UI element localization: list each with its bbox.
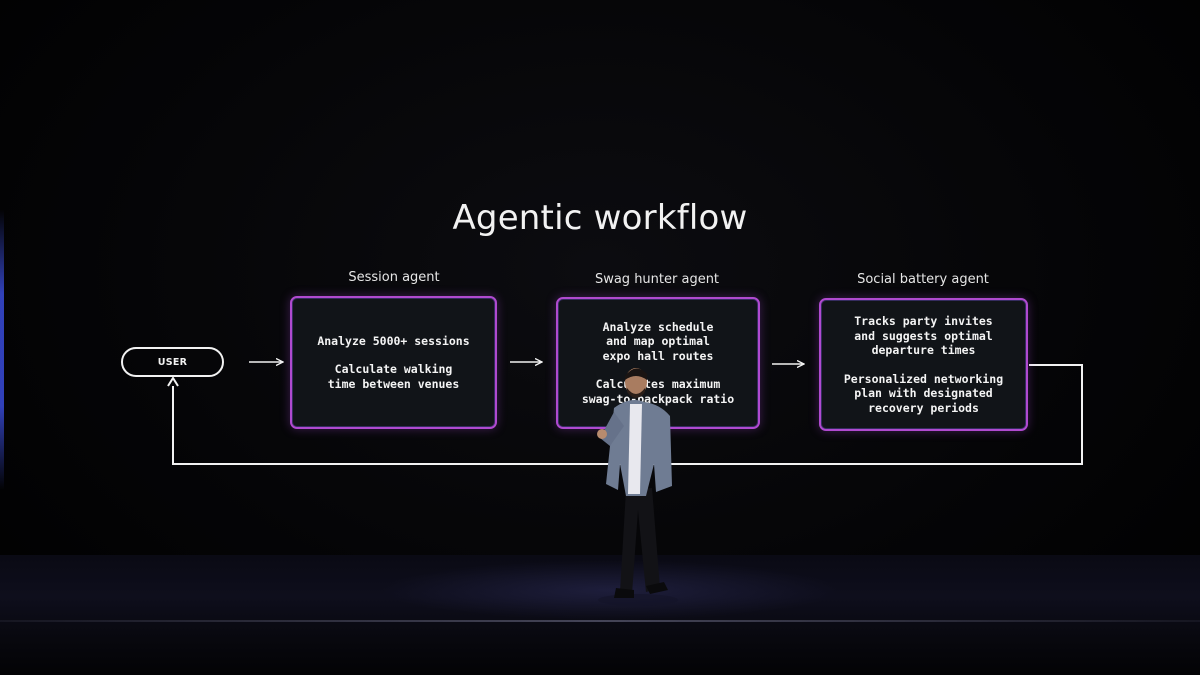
stage-floor-edge <box>0 620 1200 622</box>
swag-hunter-agent-line: Analyze schedule and map optimal expo ha… <box>602 319 714 363</box>
session-agent-label: Session agent <box>348 270 440 285</box>
stage-side-light <box>0 210 4 490</box>
session-agent-box: Analyze 5000+ sessions Calculate walking… <box>290 296 497 429</box>
stage-floor <box>0 555 1200 675</box>
session-agent-line: Analyze 5000+ sessions <box>317 333 470 348</box>
feedback-loop-arrowhead <box>167 376 179 387</box>
social-battery-agent-line: Personalized networking plan with design… <box>843 371 1004 415</box>
social-battery-agent-label: Social battery agent <box>857 272 989 287</box>
session-agent-line: Calculate walking time between venues <box>327 362 460 391</box>
user-node: USER <box>121 347 224 377</box>
feedback-loop-line <box>172 364 1083 465</box>
social-battery-agent-line: Tracks party invites and suggests optima… <box>854 314 993 357</box>
user-node-label: USER <box>157 356 188 368</box>
slide-title: Agentic workflow <box>452 198 748 238</box>
swag-hunter-agent-label: Swag hunter agent <box>594 272 720 287</box>
social-battery-agent-box: Tracks party invites and suggests optima… <box>819 298 1028 431</box>
stage-floor-glow <box>380 560 840 620</box>
presenter-figure <box>597 368 678 606</box>
